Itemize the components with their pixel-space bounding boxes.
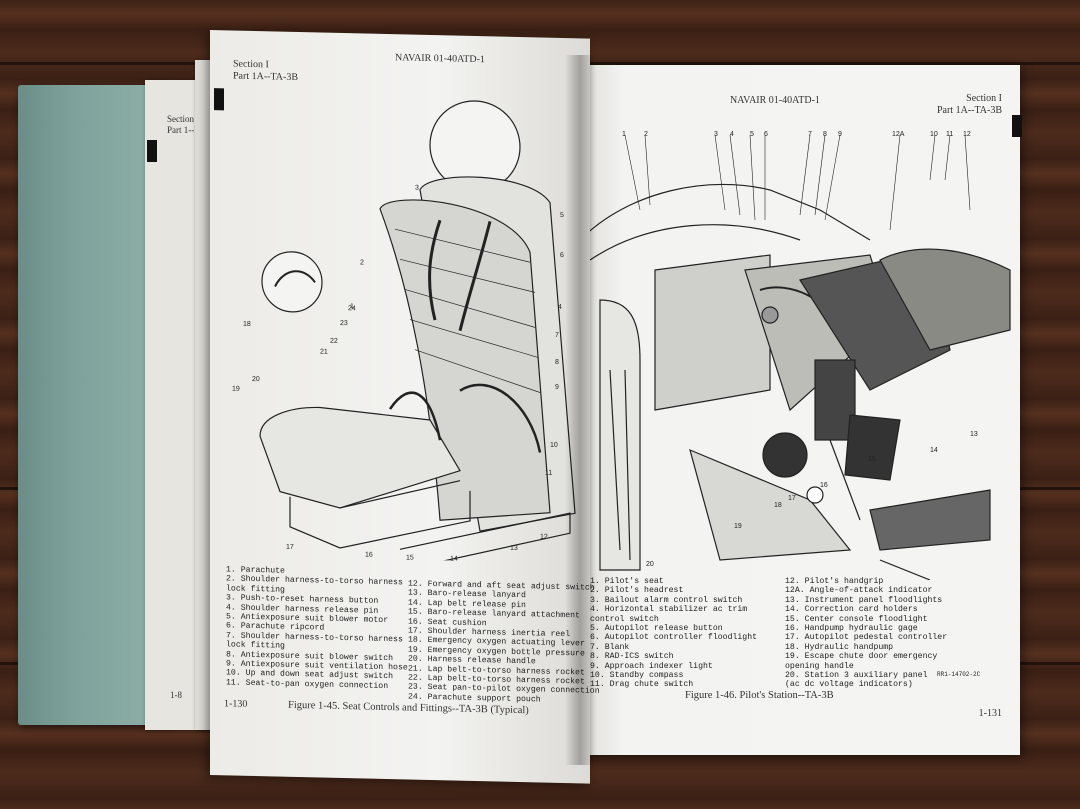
legend-item: 2. Pilot's headrest: [590, 586, 684, 596]
legend-item: 9. Approach indexer light: [590, 661, 713, 671]
callout: 22: [330, 337, 338, 345]
callout: 12: [540, 533, 548, 541]
drawing-code: RR1-14702-2C: [937, 671, 981, 678]
callout: 14: [930, 447, 938, 454]
under-section: Section I: [167, 114, 200, 124]
under-part: Part 1--E: [167, 125, 200, 135]
callout: 18: [774, 502, 782, 509]
callout: 16: [365, 551, 373, 559]
callout: 19: [734, 523, 742, 530]
book-gutter: [565, 55, 595, 765]
callout: 15: [406, 554, 414, 562]
legend-item: 14. Correction card holders: [785, 605, 918, 615]
left-doc-number: NAVAIR 01-40ATD-1: [395, 52, 485, 66]
right-page: NAVAIR 01-40ATD-1 Section I Part 1A--TA-…: [570, 65, 1022, 755]
callout: 13: [510, 544, 518, 552]
legend-item: 3. Bailout alarm control switch: [590, 595, 743, 605]
legend-item: 12. Pilot's handgrip: [785, 577, 884, 586]
callout: 12A: [892, 131, 905, 138]
callout: 11: [946, 131, 954, 138]
callout: 12: [963, 131, 971, 138]
legend-item: 13. Instrument panel floodlights: [785, 595, 943, 605]
teal-book-cover: [18, 85, 168, 725]
left-part: Part 1A--TA-3B: [233, 70, 299, 83]
callout: 13: [970, 431, 978, 438]
right-part: Part 1A--TA-3B: [936, 105, 1002, 116]
legend-item: 8. RAD-ICS switch: [590, 652, 674, 662]
callout: 17: [788, 495, 796, 502]
callout: 8: [555, 358, 559, 366]
ejection-seat-illustration: [259, 100, 576, 564]
callout: 10: [930, 131, 938, 138]
callout: 9: [838, 131, 842, 138]
under-page-number: 1-8: [170, 690, 182, 700]
legend-item: 15. Center console floodlight: [785, 614, 928, 624]
callout: 19: [232, 385, 240, 393]
legend-item: 7. Blank: [590, 642, 630, 652]
callout: 4: [558, 303, 562, 311]
legend-item: control switch: [590, 614, 659, 624]
callout: 24: [348, 305, 356, 313]
cockpit-illustration: [579, 134, 1011, 580]
callout: 14: [450, 555, 458, 563]
legend-item: 6. Autopilot controller floodlight: [590, 633, 758, 643]
callout: 10: [550, 441, 558, 449]
callout: 20: [646, 561, 654, 568]
callout: 6: [560, 251, 564, 260]
thumb-tab: [1012, 115, 1022, 137]
callout: 16: [820, 482, 828, 489]
callout: 3: [415, 184, 419, 192]
callout: 23: [340, 319, 348, 328]
legend-column: 12. Pilot's handgrip 12A. Angle-of-attac…: [785, 577, 947, 690]
callout: 17: [286, 543, 294, 551]
callout: 5: [750, 131, 754, 138]
callout: 21: [320, 348, 328, 356]
callout: 4: [730, 131, 734, 138]
legend-column: 1. Pilot's seat 2. Pilot's headrest 3. B…: [590, 577, 757, 690]
callout: 7: [555, 331, 559, 339]
legend-item: 4. Horizontal stabilizer ac trim: [590, 605, 748, 615]
legend-item: 5. Autopilot release button: [590, 624, 723, 634]
callout: 5: [560, 211, 564, 220]
legend-item: opening handle: [785, 661, 854, 671]
legend-item: 10. Standby compass: [590, 671, 684, 681]
legend-item: 17. Autopilot pedestal controller: [785, 633, 948, 643]
legend-item: 12A. Angle-of-attack indicator: [785, 586, 933, 596]
legend-item: 16. Handpump hydraulic gage: [785, 624, 918, 634]
callout: 2: [360, 259, 364, 267]
callout: 9: [555, 383, 559, 391]
right-doc-number: NAVAIR 01-40ATD-1: [730, 95, 820, 106]
callout: 11: [545, 469, 553, 477]
right-page-number: 1-131: [978, 708, 1002, 719]
callout: 1: [622, 131, 626, 138]
callout: 6: [764, 131, 768, 138]
left-section: Section I: [233, 58, 269, 71]
legend-item: 18. Hydraulic handpump: [785, 642, 894, 652]
legend-item: 1. Pilot's seat: [590, 577, 664, 586]
callout: 8: [823, 131, 827, 138]
legend-item: 11. Drag chute switch: [590, 680, 694, 690]
callout: 15: [868, 456, 876, 463]
left-page-number: 1-130: [224, 698, 248, 710]
legend-item: 20. Station 3 auxiliary panel: [785, 671, 928, 681]
callout: 3: [714, 131, 718, 138]
left-page: Section I Part 1A--TA-3B NAVAIR 01-40ATD…: [210, 30, 600, 784]
callout: 18: [243, 320, 251, 328]
figure-caption: Figure 1-46. Pilot's Station--TA-3B: [685, 690, 834, 701]
legend-column: 1. Parachute 2. Shoulder harness-to-tors…: [226, 565, 408, 691]
right-section: Section I: [966, 93, 1002, 104]
callout: 2: [644, 131, 648, 138]
callout: 20: [252, 375, 260, 384]
thumb-tab: [214, 88, 224, 111]
legend-item: 19. Escape chute door emergency: [785, 652, 938, 662]
callout: 7: [808, 131, 812, 138]
legend-item: (ac dc voltage indicators): [785, 680, 913, 690]
thumb-tab: [147, 140, 157, 162]
